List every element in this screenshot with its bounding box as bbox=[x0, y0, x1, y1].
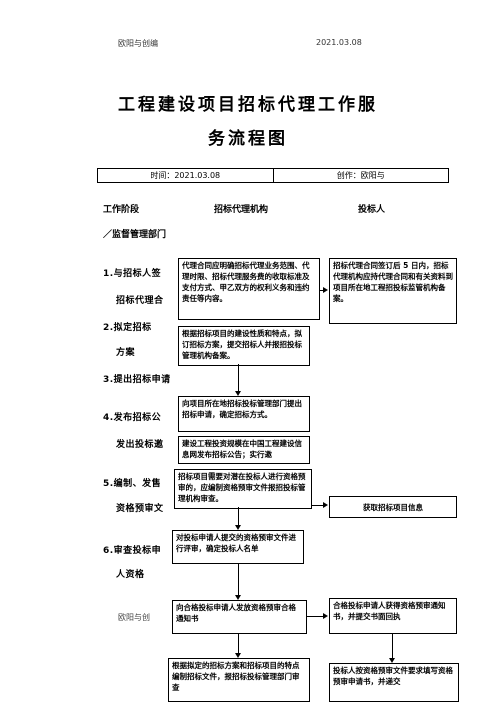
info-table: 时间：2021.03.08 创作：欧阳与 bbox=[97, 168, 449, 183]
box-plan: 根据招标项目的建设性质和特点，拟订招标方案，提交招标人并报招投标管理机构备案。 bbox=[178, 326, 310, 366]
arrow-notice-to-tender bbox=[235, 634, 241, 658]
arrow-client-notice-to-fill bbox=[389, 634, 395, 663]
step-5-line-1: 5.编制、发售 bbox=[103, 479, 162, 489]
column-supervisor: ／监督管理部门 bbox=[103, 230, 167, 240]
box-prequal: 招标项目需要对潜在投标人进行资格预审的，应编制资格预审文件报招投标管理机构审查。 bbox=[174, 469, 312, 509]
header-date: 2021.03.08 bbox=[316, 38, 362, 47]
arrow-contract-to-note bbox=[320, 287, 328, 293]
column-stage: 工作阶段 bbox=[103, 205, 140, 215]
info-time: 时间：2021.03.08 bbox=[150, 171, 221, 180]
box-publish: 建设工程投资规模在中国工程建设信息网发布招标公告；实行邀 bbox=[178, 436, 310, 464]
box-apply: 向项目所在地招标投标管理部门提出招标申请，确定招标方式。 bbox=[178, 396, 310, 432]
header-author: 欧阳与创编 bbox=[118, 39, 158, 48]
box-contract-note: 招标代理合同签订后 5 日内，招标代理机构应持代理合同和有关资料到项目所在地工程… bbox=[329, 258, 457, 324]
box-client-fill: 投标人按资格预审文件要求填写资格预审申请书，并递交 bbox=[329, 663, 459, 702]
footer-author: 欧阳与创 bbox=[118, 613, 150, 622]
step-1-line-1: 1.与招标人签 bbox=[103, 269, 162, 279]
arrow-plan-to-apply bbox=[235, 364, 241, 396]
box-notice: 向合格投标申请人发放资格预审合格通知书 bbox=[172, 600, 307, 634]
step-3-line-1: 3.提出招标申请 bbox=[103, 375, 171, 385]
step-6-line-2: 人资格 bbox=[116, 570, 145, 580]
info-creator: 创作：欧阳与 bbox=[272, 169, 449, 182]
box-notice-client: 合格投标申请人获得资格预审通知书，并提交书面回执 bbox=[329, 598, 457, 634]
step-6-line-1: 6.审查投标申 bbox=[103, 546, 162, 556]
box-contract: 代理合同应明确招标代理业务范围、代理时限、招标代理服务费的收取标准及支付方式、甲… bbox=[178, 258, 320, 320]
step-5-line-2: 资格预审文 bbox=[116, 504, 164, 514]
step-2-line-1: 2.拟定招标 bbox=[103, 323, 152, 333]
box-tender-docs: 根据拟定的招标方案和招标项目的特点编制招标文件，报招标投标管理部门审查 bbox=[168, 658, 310, 702]
box-review: 对投标申请人提交的资格预审文件进行评审，确定投标人名单 bbox=[172, 530, 304, 564]
arrow-notice-to-client bbox=[307, 613, 328, 619]
arrow-prequal-to-obtain bbox=[312, 502, 328, 508]
step-1-line-2: 招标代理合 bbox=[116, 296, 164, 306]
column-client: 投标人 bbox=[358, 205, 386, 215]
step-4-line-2: 发出投标邀 bbox=[116, 440, 164, 450]
title-line-1: 工程建设项目招标代理工作服 bbox=[118, 95, 378, 115]
arrow-prequal-to-review bbox=[235, 507, 241, 530]
step-2-line-2: 方案 bbox=[116, 348, 136, 358]
step-4-line-1: 4.发布招标公 bbox=[103, 413, 162, 423]
arrow-review-to-notice bbox=[235, 564, 241, 600]
title-line-2: 务流程图 bbox=[208, 129, 288, 149]
column-agency: 招标代理机构 bbox=[214, 205, 269, 215]
box-obtain-info: 获取招标项目信息 bbox=[329, 496, 457, 518]
